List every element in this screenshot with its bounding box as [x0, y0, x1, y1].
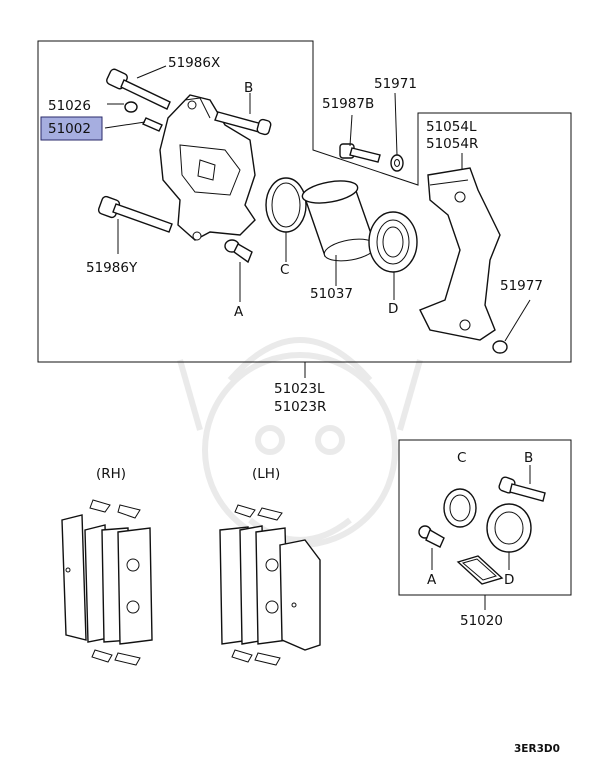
piston-51037[interactable] — [301, 177, 378, 264]
label-51023r: 51023R — [274, 399, 326, 415]
label-d-main: D — [388, 301, 398, 317]
guide-pin-51986y[interactable] — [97, 195, 173, 233]
label-51986x: 51986X — [168, 55, 220, 71]
leader-lines — [104, 65, 531, 610]
boot-a[interactable] — [224, 239, 253, 264]
sleeve-bolt-b[interactable] — [214, 111, 272, 136]
kit-boot-a[interactable] — [418, 525, 445, 548]
label-51054r: 51054R — [426, 136, 478, 152]
label-51971: 51971 — [374, 76, 417, 92]
label-d-kit: D — [504, 572, 514, 588]
label-51987b: 51987B — [322, 96, 374, 112]
label-c-main: C — [280, 262, 289, 278]
washer-51971[interactable] — [390, 154, 404, 172]
label-a-main: A — [234, 304, 244, 320]
caliper-assembly-frame — [37, 40, 572, 363]
label-a-kit: A — [427, 572, 437, 588]
cap-51026[interactable] — [124, 101, 138, 113]
label-51026: 51026 — [48, 98, 91, 114]
brake-pad-set-rh[interactable] — [61, 499, 153, 666]
label-51023l: 51023L — [274, 381, 325, 397]
bleeder-screw-51002[interactable] — [142, 117, 163, 132]
label-51986y: 51986Y — [86, 260, 138, 276]
label-b-kit: B — [524, 450, 533, 466]
piston-seal-c[interactable] — [265, 177, 307, 233]
highlight-51002 — [40, 116, 103, 141]
watermark-emblem — [177, 337, 423, 548]
label-lh: (LH) — [252, 466, 280, 482]
label-51037: 51037 — [310, 286, 353, 302]
kit-boot-d[interactable] — [486, 503, 532, 553]
clip-51977[interactable] — [492, 340, 508, 354]
bolt-51987b[interactable] — [339, 143, 381, 163]
brake-pad-set-lh[interactable] — [219, 504, 321, 666]
kit-seal-c[interactable] — [443, 488, 477, 528]
label-51054l: 51054L — [426, 119, 477, 135]
guide-pin-51986x[interactable] — [105, 68, 171, 110]
label-b-top: B — [244, 80, 253, 96]
label-c-kit: C — [457, 450, 466, 466]
label-51002[interactable]: 51002 — [48, 121, 91, 137]
label-rh: (RH) — [96, 466, 126, 482]
diagram-code: 3ER3D0 — [514, 743, 560, 755]
dust-boot-d[interactable] — [368, 211, 418, 273]
kit-bolt-b[interactable] — [498, 476, 546, 502]
label-51020: 51020 — [460, 613, 503, 629]
caliper-support-51054[interactable] — [419, 167, 501, 341]
kit-grease-pack[interactable] — [456, 555, 504, 585]
label-51977: 51977 — [500, 278, 543, 294]
caliper-body[interactable] — [159, 94, 256, 241]
